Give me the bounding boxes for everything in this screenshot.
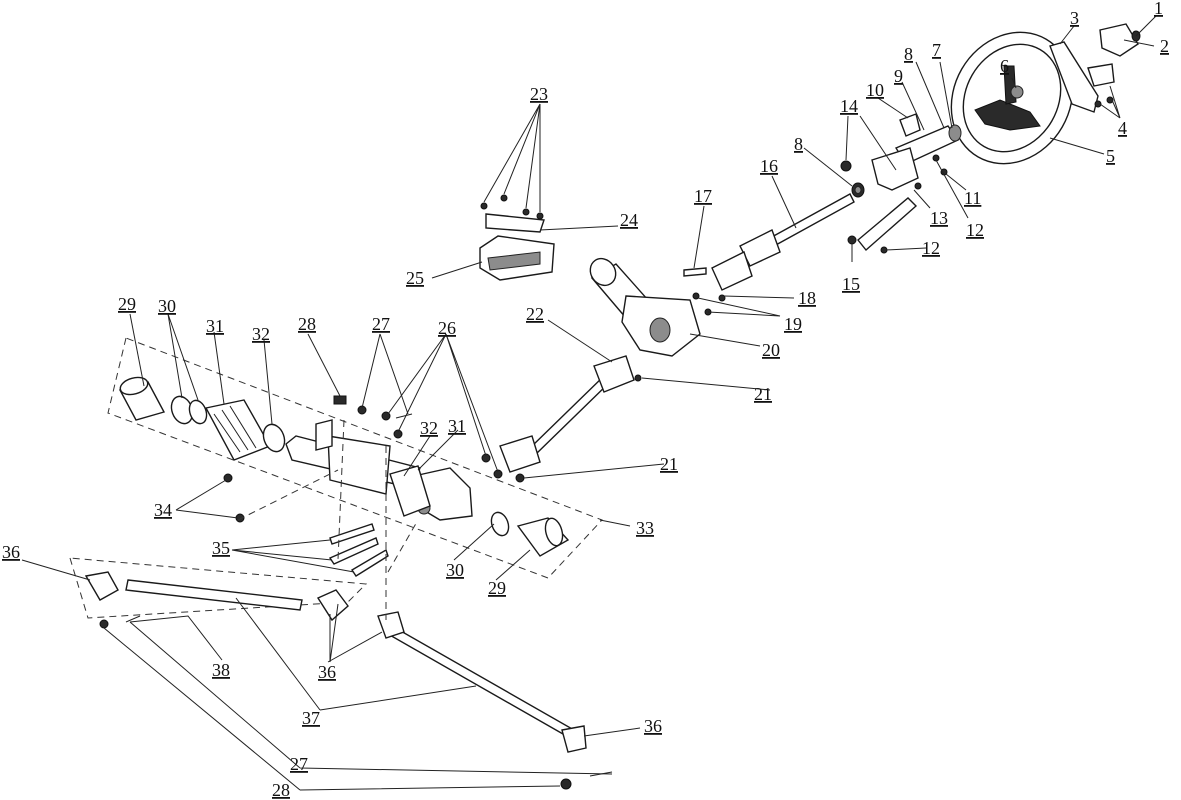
part-label: 31 — [448, 416, 466, 436]
part-label: 27 — [372, 314, 390, 334]
tie-rod-long — [377, 611, 613, 790]
part-label: 5 — [1106, 146, 1115, 166]
part-label: 37 — [302, 708, 320, 728]
part-label: 30 — [158, 296, 176, 316]
part-label: 24 — [620, 210, 638, 230]
eps-controller — [479, 235, 555, 281]
part-label: 36 — [318, 662, 336, 682]
part-label: 19 — [784, 314, 802, 334]
gas-spring — [847, 197, 918, 252]
tie-rod-assembly-outline — [69, 557, 368, 619]
part-label: 12 — [922, 238, 940, 258]
mounting-bolts — [328, 523, 389, 577]
part-label: 29 — [488, 578, 506, 598]
part-label: 34 — [154, 500, 172, 520]
dust-cover-left — [118, 376, 166, 421]
controller-bracket — [480, 194, 545, 233]
part-label: 28 — [298, 314, 316, 334]
dust-cover-right — [516, 517, 570, 557]
part-label: 6 — [1000, 56, 1009, 76]
small-bolts — [880, 154, 948, 254]
tie-rod-left-tube — [125, 579, 303, 611]
part-label: 15 — [842, 274, 860, 294]
wheel-bolts — [1087, 63, 1115, 108]
tie-rod-end-inner — [316, 589, 349, 622]
centre-line-c — [237, 469, 339, 521]
rack-boot-left — [204, 399, 272, 461]
part-label: 35 — [212, 538, 230, 558]
bolt-17 — [683, 267, 707, 277]
part-label: 16 — [760, 156, 778, 176]
part-label: 11 — [964, 188, 981, 208]
part-label: 8 — [904, 44, 913, 64]
part-label: 21 — [754, 384, 772, 404]
part-label: 26 — [438, 318, 456, 338]
part-label: 13 — [930, 208, 948, 228]
centre-line-d — [387, 519, 419, 573]
part-label: 20 — [762, 340, 780, 360]
steering-wheel — [950, 31, 1074, 165]
intermediate-shaft — [711, 193, 855, 291]
part-label: 17 — [694, 186, 712, 206]
part-label: 2 — [1160, 36, 1169, 56]
switch-block — [899, 113, 921, 137]
part-label: 4 — [1118, 118, 1127, 138]
part-label: 12 — [966, 220, 984, 240]
part-label: 29 — [118, 294, 136, 314]
part-label: 25 — [406, 268, 424, 288]
column-bracket — [840, 147, 919, 191]
part-label: 10 — [866, 80, 884, 100]
horn-button — [1099, 23, 1141, 57]
part-label: 7 — [932, 40, 941, 60]
part-label: 27 — [290, 754, 308, 774]
part-label: 32 — [420, 418, 438, 438]
part-label: 32 — [252, 324, 270, 344]
part-label: 30 — [446, 560, 464, 580]
part-label: 31 — [206, 316, 224, 336]
bearing — [851, 182, 865, 198]
part-label: 21 — [660, 454, 678, 474]
part-label: 9 — [894, 66, 903, 86]
eps-motor — [589, 257, 701, 357]
part-label: 36 — [644, 716, 662, 736]
part-label: 3 — [1070, 8, 1079, 28]
part-label: 36 — [2, 542, 20, 562]
part-label: 22 — [526, 304, 544, 324]
part-label: 18 — [798, 288, 816, 308]
part-label: 33 — [636, 518, 654, 538]
leader-lines — [21, 15, 1157, 791]
rack-assembly-outline — [107, 337, 603, 579]
part-label: 8 — [794, 134, 803, 154]
part-label: 14 — [840, 96, 858, 116]
part-label: 28 — [272, 780, 290, 800]
part-label: 38 — [212, 660, 230, 680]
boot-clamps — [170, 395, 510, 537]
part-label: 23 — [530, 84, 548, 104]
part-label: 1 — [1154, 0, 1163, 18]
lower-shaft — [499, 355, 642, 483]
rack-fasteners — [223, 395, 503, 523]
